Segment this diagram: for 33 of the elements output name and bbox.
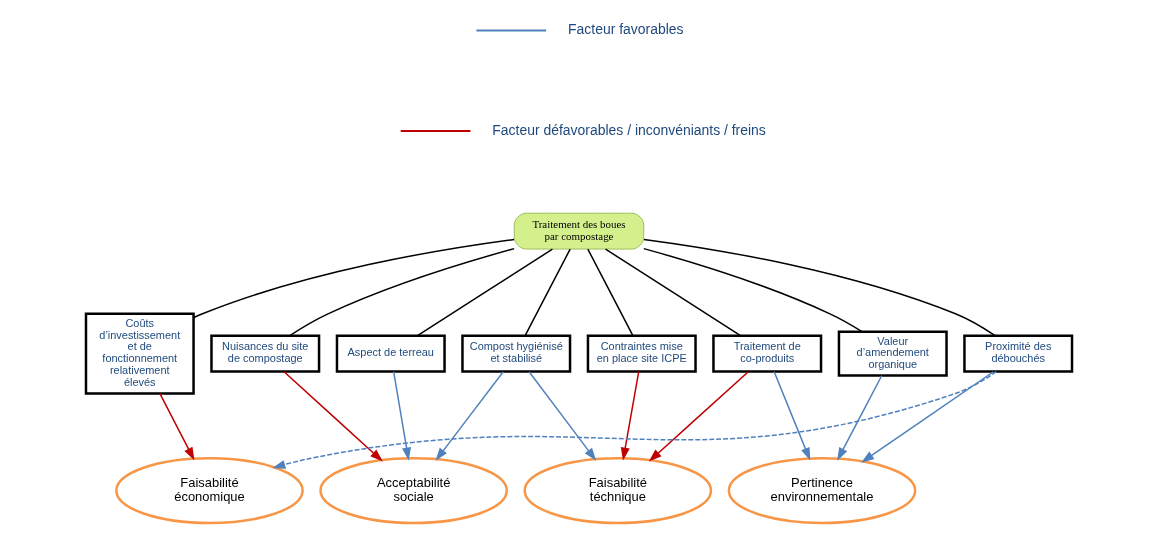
node-box: Contraintes mise en place site ICPE [586, 334, 697, 373]
connector [643, 247, 863, 333]
arrow [272, 370, 997, 469]
arrow [861, 371, 995, 463]
node-box: Traitement de co-produits [712, 334, 823, 373]
node-ellipse: Pertinence environnementale [727, 457, 917, 525]
arrow [435, 371, 504, 461]
node-box: Coûts d’investissement et de fonctionnement relativement élevés [84, 312, 195, 395]
arrow [648, 371, 750, 462]
node-box: Valeur d’amendement organique [837, 330, 948, 377]
connector [192, 238, 515, 319]
connector [289, 247, 515, 337]
connector [524, 248, 571, 337]
connector [643, 238, 996, 337]
node-box: Nuisances du site de compostage [210, 334, 321, 373]
connector [587, 248, 634, 337]
node-ellipse: Acceptabilité sociale [319, 457, 509, 525]
arrow [837, 375, 883, 461]
connector [604, 248, 742, 337]
arrow [159, 392, 195, 461]
arrow [773, 371, 811, 461]
connector [416, 248, 554, 337]
legend-label: Facteur défavorables / inconvéniants / freins [492, 121, 766, 138]
node-box: Traitement des boues par compostage [513, 212, 645, 250]
arrow [283, 371, 383, 462]
node-ellipse: Faisabilité téchnique [523, 457, 713, 525]
legend-label: Facteur favorables [568, 21, 684, 38]
node-box: Compost hygiénisé et stabilisé [461, 334, 572, 373]
node-box: Proximité des débouchés [963, 334, 1074, 373]
arrow [620, 371, 640, 461]
arrow [528, 371, 597, 461]
node-box: Aspect de terreau [335, 334, 446, 373]
arrow [392, 371, 411, 461]
